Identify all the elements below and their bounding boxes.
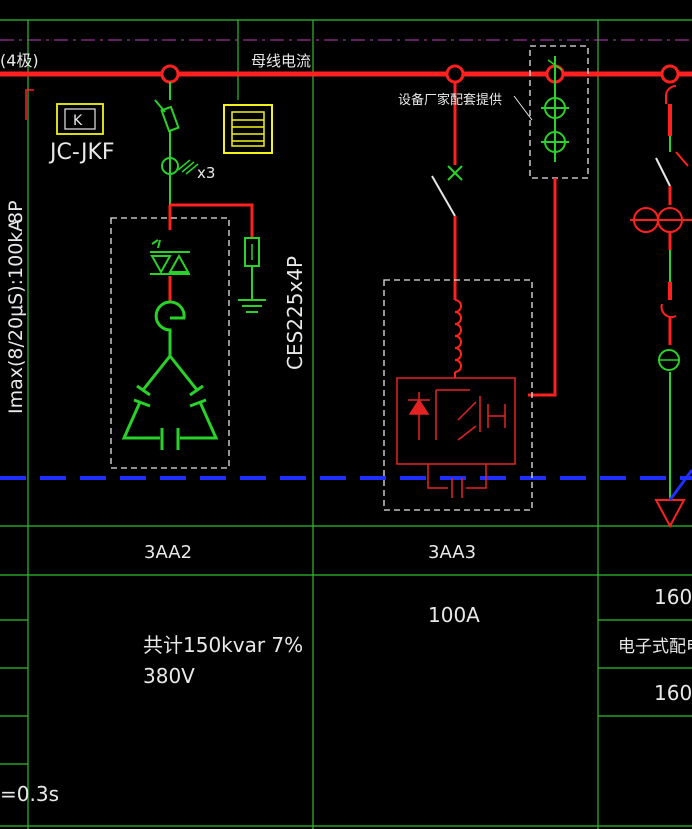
capacitor-bank-delta (121, 355, 219, 450)
ct-symbol (161, 157, 179, 175)
inverter-unit (396, 377, 516, 498)
right-row2-text: 电子式配电 (618, 637, 692, 657)
reactor-symbol (154, 300, 186, 335)
thyristor-switch (150, 239, 190, 275)
column-name-3aa3: 3AA3 (428, 542, 476, 563)
busbar-node-4 (660, 64, 680, 84)
voltage-text: 380V (143, 664, 195, 688)
supplier-callout: 设备厂家配套提供 (398, 92, 502, 108)
controller-label: JC-JKF (48, 140, 115, 165)
busbar-node-1 (160, 64, 180, 84)
vfd-feeder (431, 82, 463, 300)
time-delay-text: =0.3s (0, 782, 59, 806)
surge-arrester (168, 203, 266, 313)
callout-leader (513, 95, 533, 121)
line-reactor-coil (454, 299, 462, 373)
surge-leader-line (25, 89, 34, 120)
busbar-label-left: (4极) (0, 51, 39, 70)
capacitor-module-box (110, 217, 230, 469)
supplier-ct-box (529, 45, 589, 179)
right-row1-text: 160 (654, 585, 692, 609)
capacitor-feeder (154, 82, 199, 205)
controller-k-key: K (73, 113, 83, 129)
right-feeder (630, 85, 692, 529)
capacity-text: 共计150kvar 7% (143, 633, 303, 657)
supplier-ct (528, 56, 569, 397)
surge-spec-text-top: 8P (5, 200, 27, 224)
controller-k-box (56, 103, 104, 135)
current-rating-text: 100A (428, 603, 480, 627)
right-row3-text: 160 (654, 681, 692, 705)
bus-current-meter (223, 104, 273, 154)
frame-grid (0, 19, 692, 829)
surge-spec-text: Imax(8/20μS):100kA (5, 219, 27, 414)
busbar-current-label: 母线电流 (251, 52, 311, 70)
ct-multiplier: x3 (197, 164, 215, 182)
capacitor-model: CES225x4P (283, 256, 307, 370)
column-name-3aa2: 3AA2 (144, 542, 192, 563)
vfd-module-box (383, 279, 533, 511)
busbar-node-2 (445, 64, 465, 84)
